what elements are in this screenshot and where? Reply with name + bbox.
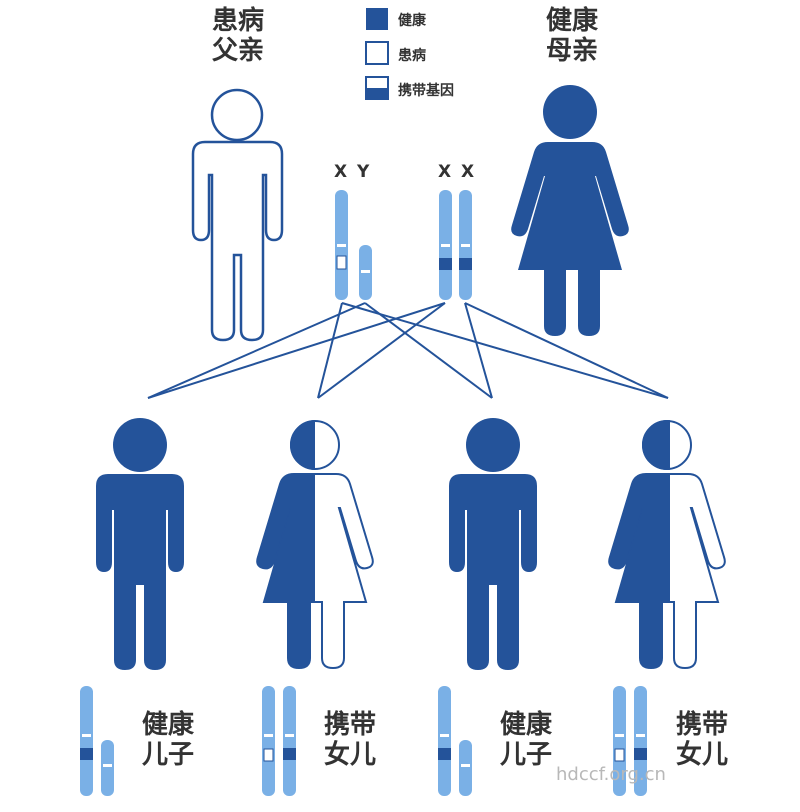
father-label: 患病 父亲 bbox=[200, 6, 276, 66]
legend-label-affected: 患病 bbox=[398, 48, 426, 64]
child3-figure bbox=[449, 418, 537, 670]
mother-label-line1: 健康 bbox=[545, 6, 598, 36]
child2-figure bbox=[256, 420, 374, 670]
mother-x-chromosome-2 bbox=[459, 190, 472, 300]
child1-label-line1: 健康 bbox=[141, 710, 194, 740]
child3-chromosomes bbox=[438, 686, 472, 796]
child4-chromosomes bbox=[613, 686, 647, 796]
child4-label: 携带 女儿 bbox=[664, 710, 740, 770]
child3-label-line1: 健康 bbox=[499, 710, 552, 740]
child2-label: 携带 女儿 bbox=[312, 710, 388, 770]
father-label-line2: 父亲 bbox=[211, 36, 264, 66]
mother-label: 健康 母亲 bbox=[534, 6, 610, 66]
father-chromosome-label: X Y bbox=[334, 162, 372, 182]
child2-label-line1: 携带 bbox=[323, 710, 376, 740]
child1-label: 健康 儿子 bbox=[130, 710, 206, 770]
legend-swatch-affected bbox=[365, 41, 389, 65]
mother-x-chromosome-1 bbox=[439, 190, 452, 300]
mother-chromosome-label: X X bbox=[438, 162, 477, 182]
child1-label-line2: 儿子 bbox=[141, 740, 194, 770]
child4-label-line2: 女儿 bbox=[675, 740, 728, 770]
child2-label-line2: 女儿 bbox=[323, 740, 376, 770]
watermark: hdccf.org.cn bbox=[556, 764, 666, 785]
father-label-line1: 患病 bbox=[211, 6, 264, 36]
mother-figure bbox=[511, 85, 629, 336]
child3-label: 健康 儿子 bbox=[488, 710, 564, 770]
child1-chromosomes bbox=[80, 686, 114, 796]
father-figure bbox=[191, 88, 284, 342]
child1-figure bbox=[96, 418, 184, 670]
legend-swatch-healthy bbox=[366, 8, 388, 30]
child3-label-line2: 儿子 bbox=[499, 740, 552, 770]
legend bbox=[365, 8, 389, 100]
legend-swatch-carrier bbox=[365, 76, 389, 100]
child2-chromosomes bbox=[262, 686, 296, 796]
child4-label-line1: 携带 bbox=[675, 710, 728, 740]
legend-label-carrier: 携带基因 bbox=[398, 83, 454, 99]
child4-figure bbox=[608, 420, 726, 670]
legend-label-healthy: 健康 bbox=[398, 13, 426, 29]
inheritance-lines bbox=[147, 302, 669, 399]
father-x-chromosome bbox=[335, 190, 348, 300]
mother-label-line2: 母亲 bbox=[545, 36, 598, 66]
father-y-chromosome bbox=[359, 245, 372, 300]
